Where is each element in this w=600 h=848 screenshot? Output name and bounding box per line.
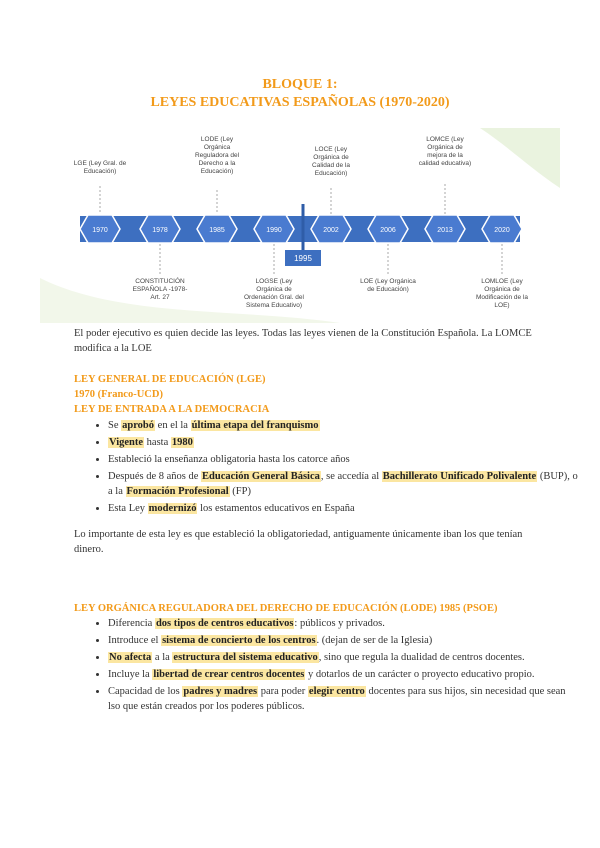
year-label-1978: 1978 [152, 227, 168, 234]
page-title-line1: BLOQUE 1: [262, 77, 338, 92]
label-lge: LGE (Ley Gral. de Educación) [73, 160, 127, 175]
year-node-2006 [367, 214, 409, 244]
year-node-1970 [79, 214, 121, 244]
label-lomce: LOMCE (Ley Orgánica de mejora de la cali… [418, 136, 472, 167]
marker-label: 1995 [294, 254, 312, 263]
lge-note: Lo importante de esta ley es que estable… [74, 529, 523, 555]
list-item: Incluye la libertad de crear centros doc… [108, 667, 578, 682]
year-node-1978 [139, 214, 181, 244]
list-item: Introduce el sistema de concierto de los… [108, 633, 578, 648]
year-label-2002: 2002 [323, 227, 339, 234]
lode-list: Diferencia dos tipos de centros educativ… [74, 616, 578, 716]
list-item: Diferencia dos tipos de centros educativ… [108, 616, 578, 631]
label-loce: LOCE (Ley Orgánica de Calidad de la Educ… [312, 146, 350, 177]
lge-heading: LEY GENERAL DE EDUCACIÓN (LGE) [74, 374, 266, 385]
label-logse: LOGSE (Ley Orgánica de Ordenación Gral. … [244, 278, 304, 309]
lode-heading: LEY ORGÁNICA REGULADORA DEL DERECHO DE E… [74, 603, 498, 614]
label-lode: LODE (Ley Orgánica Reguladora del Derech… [194, 136, 240, 175]
lge-period: 1970 (Franco-UCD) [74, 389, 163, 400]
timeline-graphic: 1970 1978 1985 1990 2002 2006 2013 2020 … [40, 128, 560, 323]
year-node-2002 [310, 214, 352, 244]
lge-subheading: LEY DE ENTRADA A LA DEMOCRACIA [74, 404, 270, 415]
list-item: No afecta a la estructura del sistema ed… [108, 650, 578, 665]
label-lomloe: LOMLOE (Ley Orgánica de Modificación de … [475, 278, 529, 309]
year-node-1985 [196, 214, 238, 244]
list-item: Después de 8 años de Educación General B… [108, 469, 578, 499]
list-item: Estableció la enseñanza obligatoria hast… [108, 452, 578, 467]
intro-paragraph: El poder ejecutivo es quien decide las l… [74, 328, 532, 354]
timeline-diagram: 1970 1978 1985 1990 2002 2006 2013 2020 … [40, 128, 560, 323]
year-label-1970: 1970 [92, 227, 108, 234]
year-label-1990: 1990 [266, 227, 282, 234]
year-node-1990 [253, 214, 295, 244]
label-loe: LOE (Ley Orgánica de Educación) [360, 278, 416, 293]
year-label-2013: 2013 [437, 227, 453, 234]
list-item: Capacidad de los padres y madres para po… [108, 684, 578, 714]
page-title-line2: LEYES EDUCATIVAS ESPAÑOLAS (1970-2020) [150, 95, 450, 110]
year-label-2020: 2020 [494, 227, 510, 234]
year-node-2013 [424, 214, 466, 244]
list-item: Esta Ley modernizó los estamentos educat… [108, 501, 578, 516]
year-label-2006: 2006 [380, 227, 396, 234]
year-node-2020 [481, 214, 523, 244]
list-item: Se aprobó en el la última etapa del fran… [108, 418, 578, 433]
list-item: Vigente hasta 1980 [108, 435, 578, 450]
year-label-1985: 1985 [209, 227, 225, 234]
lge-list: Se aprobó en el la última etapa del fran… [74, 418, 578, 518]
marker-box [285, 250, 321, 266]
label-constitucion: CONSTITUCIÓN ESPAÑOLA -1978- Art. 27 [132, 278, 188, 301]
